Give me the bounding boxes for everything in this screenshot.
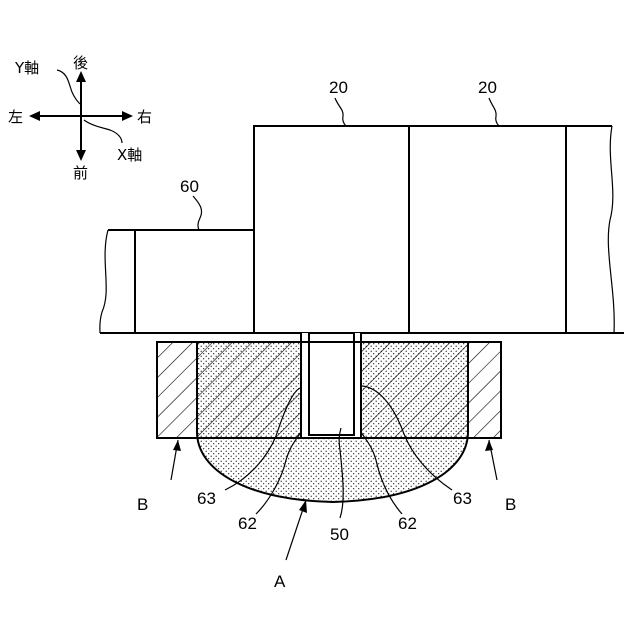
label-63-left: 63	[197, 489, 216, 508]
label-62-right: 62	[398, 514, 417, 533]
arrow-b-left-icon	[173, 440, 181, 451]
y-axis-leader	[57, 70, 80, 104]
block-20-left	[254, 126, 409, 333]
plate-60	[100, 230, 254, 333]
arrow-right-icon	[122, 111, 133, 121]
block-20-right	[409, 126, 566, 333]
leader-20-left	[335, 98, 346, 126]
direction-front: 前	[73, 164, 88, 182]
plate-60-body	[135, 230, 254, 333]
arrow-up-icon	[76, 71, 86, 82]
label-63-right: 63	[453, 489, 472, 508]
arrow-b-right-icon	[485, 440, 493, 451]
block-20-break-line	[608, 126, 614, 333]
label-b-left: B	[137, 495, 148, 514]
y-axis-label: Y軸	[14, 59, 39, 77]
label-20-right: 20	[478, 78, 497, 97]
x-axis-label: X軸	[117, 146, 142, 164]
arrow-left-icon	[29, 111, 40, 121]
x-axis-leader	[84, 120, 122, 143]
plate-60-break-line	[100, 230, 108, 333]
arrow-down-icon	[76, 150, 86, 161]
label-60: 60	[180, 177, 199, 196]
label-62-left: 62	[238, 514, 257, 533]
direction-back: 後	[73, 54, 88, 72]
weld-63-right-hatch	[361, 342, 468, 438]
label-b-right: B	[505, 495, 516, 514]
weld-63-left-hatch	[197, 342, 301, 438]
direction-left: 左	[8, 108, 23, 126]
leader-20-right	[489, 98, 499, 126]
leader-60	[193, 196, 202, 230]
label-50: 50	[330, 525, 349, 544]
label-20-left: 20	[329, 78, 348, 97]
blocks-20	[254, 126, 624, 333]
direction-right: 右	[137, 108, 152, 126]
arrow-a-icon	[299, 500, 307, 513]
weld-assembly	[157, 333, 501, 502]
direction-indicator: 後 前 左 右 Y軸 X軸	[8, 54, 152, 182]
label-a: A	[274, 572, 286, 591]
